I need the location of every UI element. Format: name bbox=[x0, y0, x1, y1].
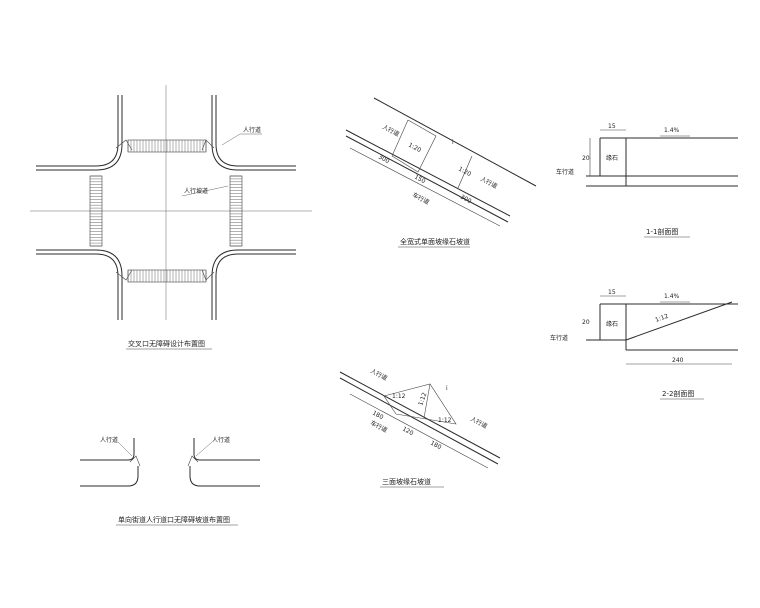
curb-top-left bbox=[36, 95, 119, 167]
svg-text:180: 180 bbox=[371, 410, 385, 422]
svg-text:15: 15 bbox=[608, 289, 616, 296]
svg-text:1:12: 1:12 bbox=[392, 393, 406, 400]
crosswalk-right bbox=[229, 175, 243, 247]
caption-slope-1: 全宽式单面坡缘石坡道 bbox=[400, 237, 470, 246]
svg-text:车行道: 车行道 bbox=[556, 168, 574, 176]
caption-slope-2: 三面坡缘石坡道 bbox=[382, 477, 431, 486]
curb-top-right bbox=[215, 95, 296, 167]
leader-crosswalk bbox=[221, 133, 241, 146]
svg-text:15: 15 bbox=[608, 123, 616, 130]
svg-text:1:20: 1:20 bbox=[407, 142, 422, 155]
caption-intersection: 交叉口无障碍设计布置图 bbox=[128, 339, 205, 348]
curb-top-right-inner bbox=[211, 95, 296, 171]
ramp-bottom-right bbox=[201, 269, 215, 281]
ramp-top-left bbox=[115, 139, 133, 151]
label-right-sidewalk: 人行道 bbox=[212, 436, 230, 444]
svg-text:缘石: 缘石 bbox=[606, 320, 618, 328]
crosswalk-outline bbox=[229, 175, 243, 247]
detail-bottom-left: 人行道 人行道 单向街道人行道口无障碍坡道布置图 bbox=[80, 436, 260, 526]
curb-detail-right bbox=[193, 438, 260, 461]
intersection-plan: 人行道 人行坡道 交叉口无障碍设计布置图 bbox=[30, 85, 312, 350]
svg-text:车行道: 车行道 bbox=[369, 419, 389, 435]
curb-top-left-inner bbox=[36, 95, 123, 171]
crosswalk-outline bbox=[127, 269, 207, 283]
svg-text:20: 20 bbox=[582, 155, 590, 162]
caption-detail: 单向街道人行道口无障碍坡道布置图 bbox=[118, 515, 230, 524]
curb-bottom-right bbox=[215, 253, 296, 320]
label-left-sidewalk: 人行道 bbox=[100, 436, 118, 444]
caption-section-2: 2-2剖面图 bbox=[662, 389, 694, 398]
slope-diagram-2: 人行道 1:12 1:12 1:12 人行道 车行道 180 120 180 i… bbox=[339, 367, 501, 488]
section-1-1: 15 1.4% 20 车行道 缘石 1-1剖面图 bbox=[556, 123, 738, 238]
section-2-2: 15 1.4% 1:12 20 240 车行道 缘石 2-2剖面图 bbox=[550, 289, 738, 400]
svg-text:人行道: 人行道 bbox=[479, 175, 499, 191]
svg-text:300: 300 bbox=[459, 194, 473, 206]
label-ramp: 人行坡道 bbox=[184, 187, 208, 195]
svg-text:20: 20 bbox=[582, 319, 590, 326]
svg-text:1:12: 1:12 bbox=[417, 391, 428, 406]
svg-text:车行道: 车行道 bbox=[411, 191, 431, 207]
curb-bottom-left bbox=[36, 253, 119, 320]
svg-text:240: 240 bbox=[672, 357, 684, 364]
svg-text:120: 120 bbox=[401, 426, 415, 438]
svg-text:i: i bbox=[446, 385, 448, 392]
svg-text:1:20: 1:20 bbox=[457, 166, 472, 179]
svg-text:人行道: 人行道 bbox=[469, 415, 489, 431]
svg-text:1.4%: 1.4% bbox=[664, 293, 680, 300]
crosswalk-outline bbox=[127, 139, 207, 153]
curb-detail-left bbox=[80, 438, 135, 461]
crosswalk-bottom bbox=[127, 269, 207, 283]
crosswalk-outline bbox=[89, 175, 103, 247]
svg-text:缘石: 缘石 bbox=[606, 154, 618, 162]
svg-text:车行道: 车行道 bbox=[550, 334, 568, 342]
svg-text:180: 180 bbox=[429, 440, 443, 452]
crosswalk-left bbox=[89, 175, 103, 247]
slope-diagram-1: 人行道 1:20 1:20 人行道 车行道 300 150 300 i 全宽式单… bbox=[345, 97, 537, 248]
svg-text:1.4%: 1.4% bbox=[664, 127, 680, 134]
svg-text:i: i bbox=[452, 139, 454, 146]
crosswalk-top bbox=[127, 139, 207, 153]
svg-text:1:12: 1:12 bbox=[654, 313, 669, 324]
ramp-bottom-left bbox=[115, 269, 133, 281]
label-crosswalk: 人行道 bbox=[243, 126, 261, 134]
svg-text:150: 150 bbox=[413, 174, 427, 186]
curb-bottom-left-inner bbox=[36, 249, 123, 320]
ramp-top-right bbox=[201, 139, 215, 151]
svg-text:人行道: 人行道 bbox=[369, 367, 389, 383]
caption-section-1: 1-1剖面图 bbox=[646, 227, 678, 236]
leader-ramp bbox=[181, 185, 229, 197]
svg-text:人行道: 人行道 bbox=[381, 123, 401, 139]
svg-text:300: 300 bbox=[377, 154, 391, 166]
curb-bottom-right-inner bbox=[211, 249, 296, 320]
svg-text:1:12: 1:12 bbox=[438, 417, 452, 424]
